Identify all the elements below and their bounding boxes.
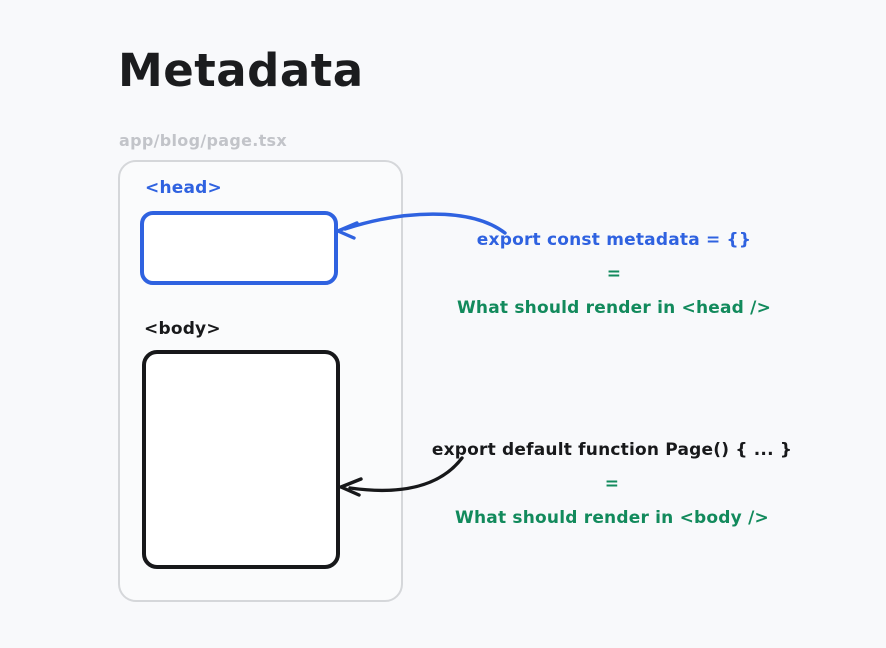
body-annotation-description: What should render in <body /> bbox=[455, 508, 769, 528]
body-tag-label: <body> bbox=[144, 319, 221, 339]
head-annotation-description: What should render in <head /> bbox=[456, 298, 772, 318]
body-annotation-equals: = bbox=[604, 474, 620, 494]
head-content-box bbox=[140, 211, 338, 285]
body-annotation-code: export default function Page() { ... } bbox=[431, 440, 793, 460]
head-tag-label: <head> bbox=[145, 178, 222, 198]
page-title: Metadata bbox=[118, 44, 364, 97]
body-annotation: export default function Page() { ... } =… bbox=[432, 440, 792, 528]
head-annotation: export const metadata = {} = What should… bbox=[457, 230, 771, 318]
file-path-label: app/blog/page.tsx bbox=[119, 131, 287, 150]
body-content-box bbox=[142, 350, 340, 569]
head-annotation-equals: = bbox=[606, 264, 622, 284]
head-annotation-code: export const metadata = {} bbox=[476, 230, 752, 250]
